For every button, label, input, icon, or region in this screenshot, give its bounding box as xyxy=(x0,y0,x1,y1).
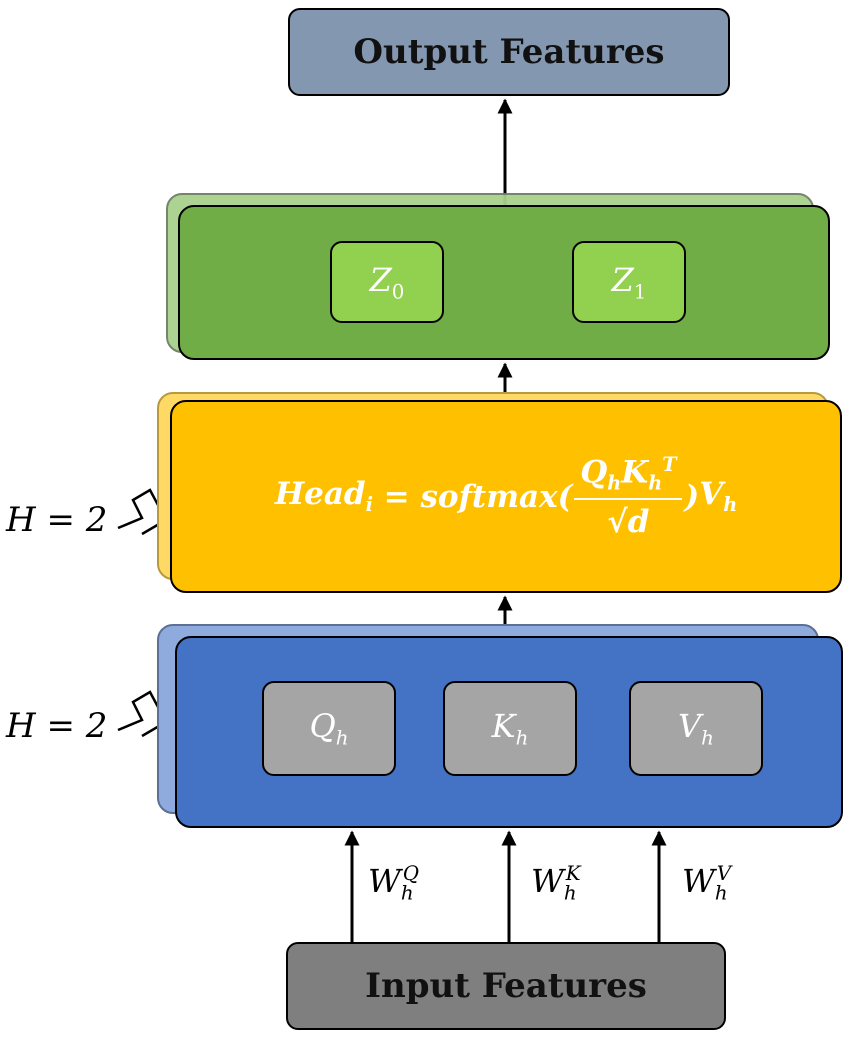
input-features-box: Input Features xyxy=(286,942,726,1030)
k-box: Kh xyxy=(443,681,577,776)
z0-sub: 0 xyxy=(391,280,405,304)
weight-v-label: WhV xyxy=(682,862,732,905)
z0-box: Z0 xyxy=(330,241,444,323)
formula-denominator: √d xyxy=(607,504,650,541)
z1-box: Z1 xyxy=(572,241,686,323)
formula-lhs: Headi xyxy=(274,476,373,517)
output-features-box: Output Features xyxy=(288,8,730,96)
z1-sub: 1 xyxy=(633,280,647,304)
attention-layer xyxy=(170,400,842,593)
attention-formula: Headi = softmax( QhKhT √d ) Vh xyxy=(170,400,842,593)
q-box: Qh xyxy=(262,681,396,776)
z0-base: Z xyxy=(369,260,392,299)
z1-base: Z xyxy=(611,260,634,299)
heads-label-projection: H = 2 xyxy=(6,706,108,746)
output-features-label: Output Features xyxy=(353,32,665,72)
heads-label-attention: H = 2 xyxy=(6,500,108,540)
weight-q-label: WhQ xyxy=(368,862,420,905)
formula-numerator: QhKhT xyxy=(574,453,683,501)
v-box: Vh xyxy=(629,681,763,776)
weight-k-label: WhK xyxy=(531,862,581,905)
formula-eq: = softmax( xyxy=(372,478,573,515)
formula-fraction: QhKhT √d xyxy=(574,453,683,541)
formula-close: ) xyxy=(684,478,700,515)
input-features-label: Input Features xyxy=(365,966,647,1006)
formula-rhs: Vh xyxy=(699,476,738,517)
concat-layer xyxy=(178,205,830,360)
